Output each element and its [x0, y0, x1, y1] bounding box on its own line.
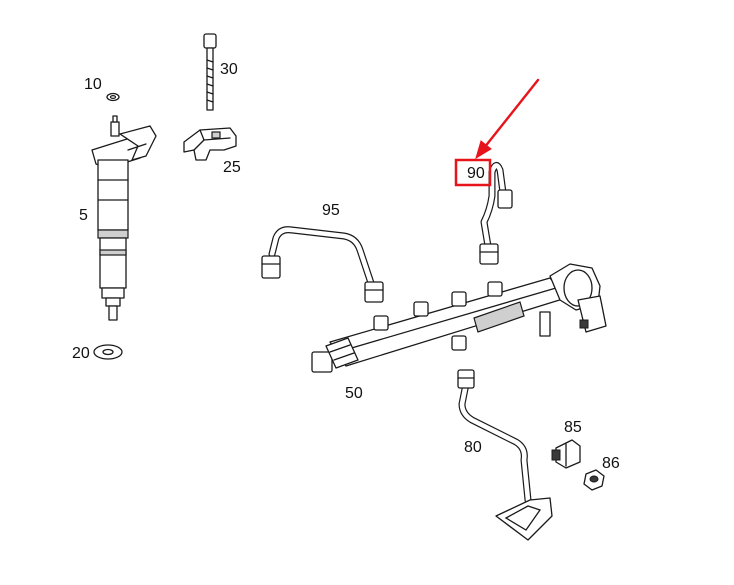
- label-90: 90: [467, 165, 485, 182]
- label-20: 20: [72, 345, 90, 362]
- label-80: 80: [464, 439, 482, 456]
- label-25: 25: [223, 159, 241, 176]
- part-50-rail: [311, 263, 607, 373]
- part-90-pipe: [479, 162, 513, 265]
- part-5-injector: [91, 115, 157, 321]
- label-5: 5: [79, 207, 88, 224]
- label-95: 95: [322, 202, 340, 219]
- part-25-clamp: [183, 127, 237, 161]
- part-85-clip: [551, 439, 581, 469]
- label-10: 10: [84, 76, 102, 93]
- part-10-washer: [106, 92, 120, 102]
- label-50: 50: [345, 385, 363, 402]
- part-80-pipe: [457, 369, 553, 541]
- highlight-box: [454, 158, 492, 187]
- highlight-arrow-icon: [475, 78, 540, 160]
- part-95-pipe: [261, 226, 384, 303]
- label-30: 30: [220, 61, 238, 78]
- label-86: 86: [602, 455, 620, 472]
- part-30-bolt: [203, 33, 217, 111]
- part-20-washer: [93, 344, 123, 360]
- part-86-nut: [583, 469, 605, 491]
- label-85: 85: [564, 419, 582, 436]
